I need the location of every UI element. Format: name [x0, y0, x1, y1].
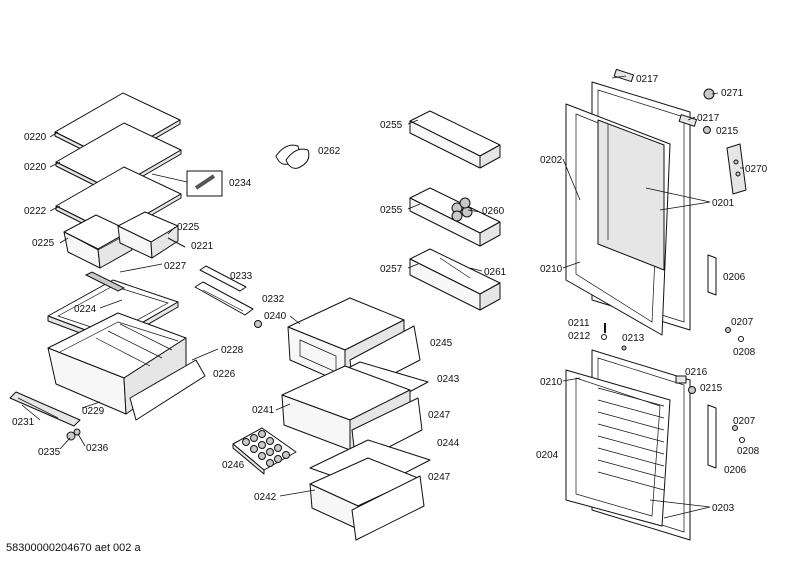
egg-tray: [232, 427, 297, 475]
door-balcony-0255-upper: [409, 110, 501, 169]
callout-0231: 0231: [12, 417, 35, 428]
thermostat-0270: [726, 143, 747, 195]
detail-box-0234: [151, 170, 223, 197]
callout-0262: 0262: [318, 146, 341, 157]
freezer-drawer-bottom: [309, 457, 425, 541]
callout-0220-top: 0220: [24, 132, 47, 143]
roller-0236: [73, 428, 81, 436]
callout-0204: 0204: [536, 450, 559, 461]
callout-0208-lower: 0208: [737, 446, 760, 457]
screw-0232: [254, 320, 262, 328]
hinge-0216: [675, 375, 687, 384]
callout-0225-right: 0225: [177, 222, 200, 233]
callout-0257: 0257: [380, 264, 403, 275]
door-balcony-0257: [409, 248, 501, 311]
callout-0246: 0246: [222, 460, 245, 471]
callout-0216: 0216: [685, 367, 708, 378]
callout-0240: 0240: [264, 311, 287, 322]
callout-0226: 0226: [213, 369, 236, 380]
callout-0225-left: 0225: [32, 238, 55, 249]
callout-0217: 0217: [697, 113, 720, 124]
callout-0245: 0245: [430, 338, 453, 349]
callout-0235: 0235: [38, 447, 61, 458]
cap-0208-upper: [738, 336, 744, 342]
roller-0235: [66, 431, 76, 441]
callout-0220-middle: 0220: [24, 162, 47, 173]
callout-0203: 0203: [712, 503, 735, 514]
callout-0222: 0222: [24, 206, 47, 217]
drawer-rail: [9, 391, 81, 427]
screw-0207-lower: [732, 425, 738, 431]
callout-0260: 0260: [482, 206, 505, 217]
freezer-door-gasket: [565, 369, 671, 527]
callout-0213: 0213: [622, 333, 645, 344]
callout-0247-upper: 0247: [428, 410, 451, 421]
freezer-door-liner: [597, 387, 665, 491]
callout-0215-lower: 0215: [700, 383, 723, 394]
callout-0241: 0241: [252, 405, 275, 416]
screw-0207-upper: [725, 327, 731, 333]
callout-0236: 0236: [86, 443, 109, 454]
callout-0270: 0270: [745, 164, 768, 175]
callout-0247-lower: 0247: [428, 472, 451, 483]
bushing-0215-lower: [688, 386, 696, 394]
bushing-0215: [703, 126, 711, 134]
callout-0244: 0244: [437, 438, 460, 449]
callout-0255-lower: 0255: [380, 205, 403, 216]
callout-0229: 0229: [82, 406, 105, 417]
callout-0227: 0227: [164, 261, 187, 272]
callout-0206-upper: 0206: [723, 272, 746, 283]
rail-0232: [194, 281, 254, 316]
callout-0233: 0233: [230, 271, 253, 282]
callout-0242: 0242: [254, 492, 277, 503]
fridge-door-inner-liner: [597, 119, 665, 271]
hinge-cover-0217: [678, 114, 698, 127]
callout-0211: 0211: [568, 318, 590, 329]
small-bin-right: [117, 211, 179, 259]
callout-0212: 0212: [568, 331, 591, 342]
cover-0233: [199, 265, 247, 292]
callout-0201: 0201: [712, 198, 735, 209]
document-id: 58300000204670 aet 002 a: [6, 542, 141, 554]
callout-0271: 0271: [721, 88, 744, 99]
callout-0224: 0224: [74, 304, 97, 315]
door-balcony-0255-lower: [409, 187, 501, 247]
small-bin-left: [63, 214, 133, 269]
callout-0215-upper: 0215: [716, 126, 739, 137]
callout-0207-lower: 0207: [733, 416, 756, 427]
callout-0208-upper: 0208: [733, 347, 756, 358]
callout-0234: 0234: [229, 178, 252, 189]
callout-0202: 0202: [540, 155, 563, 166]
callout-0210-lower: 0210: [540, 377, 563, 388]
callout-0243: 0243: [437, 374, 460, 385]
callout-0232: 0232: [262, 294, 285, 305]
cap-0208-lower: [739, 437, 745, 443]
callout-0207-upper: 0207: [731, 317, 754, 328]
callout-0228: 0228: [221, 345, 244, 356]
callout-0210-upper: 0210: [540, 264, 563, 275]
callout-labels: 0217 0271 0217 0215 0270 0202 0201 0210 …: [12, 74, 768, 514]
clip-0262: [275, 144, 310, 169]
callout-0221: 0221: [191, 241, 214, 252]
crisper-drawer: [47, 312, 206, 421]
handle-0206-lower: [707, 404, 717, 469]
callout-0206-lower: 0206: [724, 465, 747, 476]
handle-0206-upper: [707, 254, 717, 296]
callout-0217-top: 0217: [636, 74, 659, 85]
leader-lines: [21, 75, 744, 519]
callout-0255-upper: 0255: [380, 120, 403, 131]
callout-0261: 0261: [484, 267, 507, 278]
hinge-cover-0217-top: [613, 68, 634, 83]
